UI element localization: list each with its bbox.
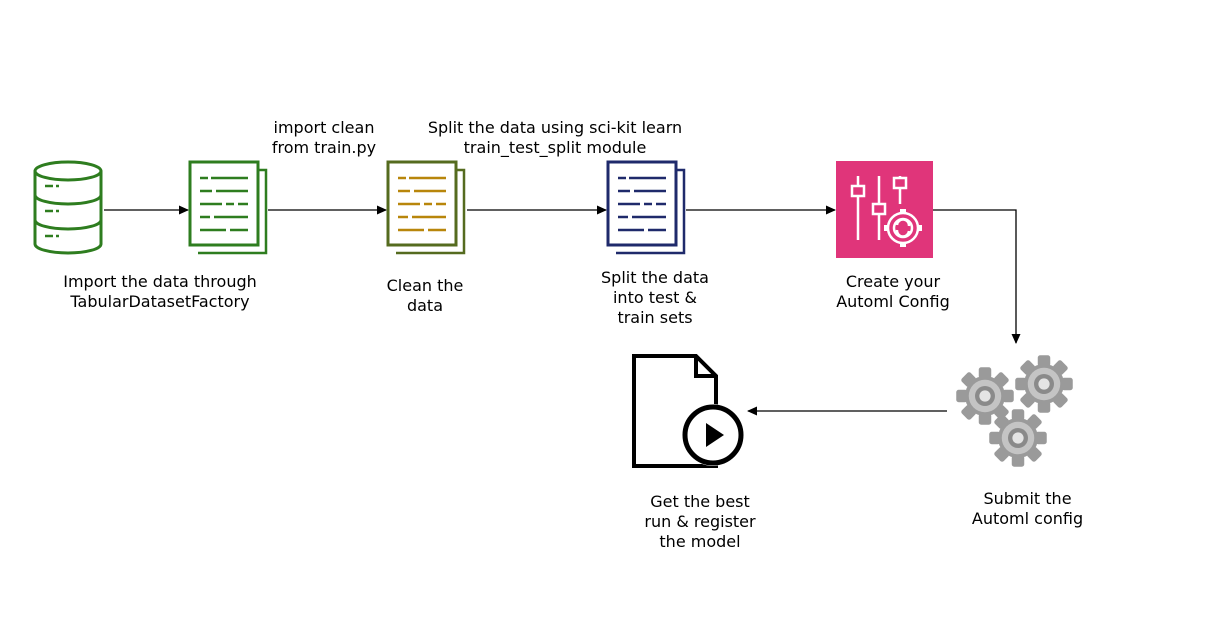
gears-icon	[956, 355, 1073, 467]
node-label-line: Create your	[845, 272, 941, 291]
node-label-line: the model	[659, 532, 741, 551]
node-label-import: Import the data through TabularDatasetFa…	[30, 272, 290, 312]
node-label-line: Clean the	[386, 276, 464, 295]
edge-label-import-clean: import clean from train.py	[254, 118, 394, 158]
automl-config-icon	[836, 161, 933, 258]
node-label-line: run & register	[644, 512, 756, 531]
connector-arrows	[104, 205, 1021, 416]
dataset-document-icon	[188, 160, 268, 255]
node-label-line: Automl config	[971, 509, 1084, 528]
arrow-automl-to-submit	[933, 209, 1021, 344]
node-label-line: Import the data through	[63, 272, 257, 291]
node-label-best: Get the best run & register the model	[620, 492, 780, 552]
clean-document-icon	[386, 160, 466, 255]
edge-label-line: from train.py	[271, 138, 377, 157]
split-document-icon	[606, 160, 686, 255]
edge-label-line: train_test_split module	[463, 138, 647, 157]
database-icon	[33, 160, 103, 255]
edge-label-line: Split the data using sci-kit learn	[427, 118, 683, 137]
document-play-icon	[632, 354, 744, 468]
node-label-line: Split the data	[601, 268, 709, 287]
node-label-line: Get the best	[650, 492, 750, 511]
node-label-line: data	[406, 296, 444, 315]
node-label-automl: Create your Automl Config	[818, 272, 968, 312]
node-label-line: TabularDatasetFactory	[70, 292, 250, 311]
edge-label-split-module: Split the data using sci-kit learn train…	[405, 118, 705, 158]
node-label-submit: Submit the Automl config	[950, 489, 1105, 529]
node-label-clean: Clean the data	[365, 276, 485, 316]
node-label-split: Split the data into test & train sets	[580, 268, 730, 328]
node-label-line: Automl Config	[836, 292, 950, 311]
edge-label-line: import clean	[273, 118, 375, 137]
node-label-line: train sets	[617, 308, 693, 327]
node-label-line: into test &	[612, 288, 698, 307]
node-label-line: Submit the	[983, 489, 1072, 508]
